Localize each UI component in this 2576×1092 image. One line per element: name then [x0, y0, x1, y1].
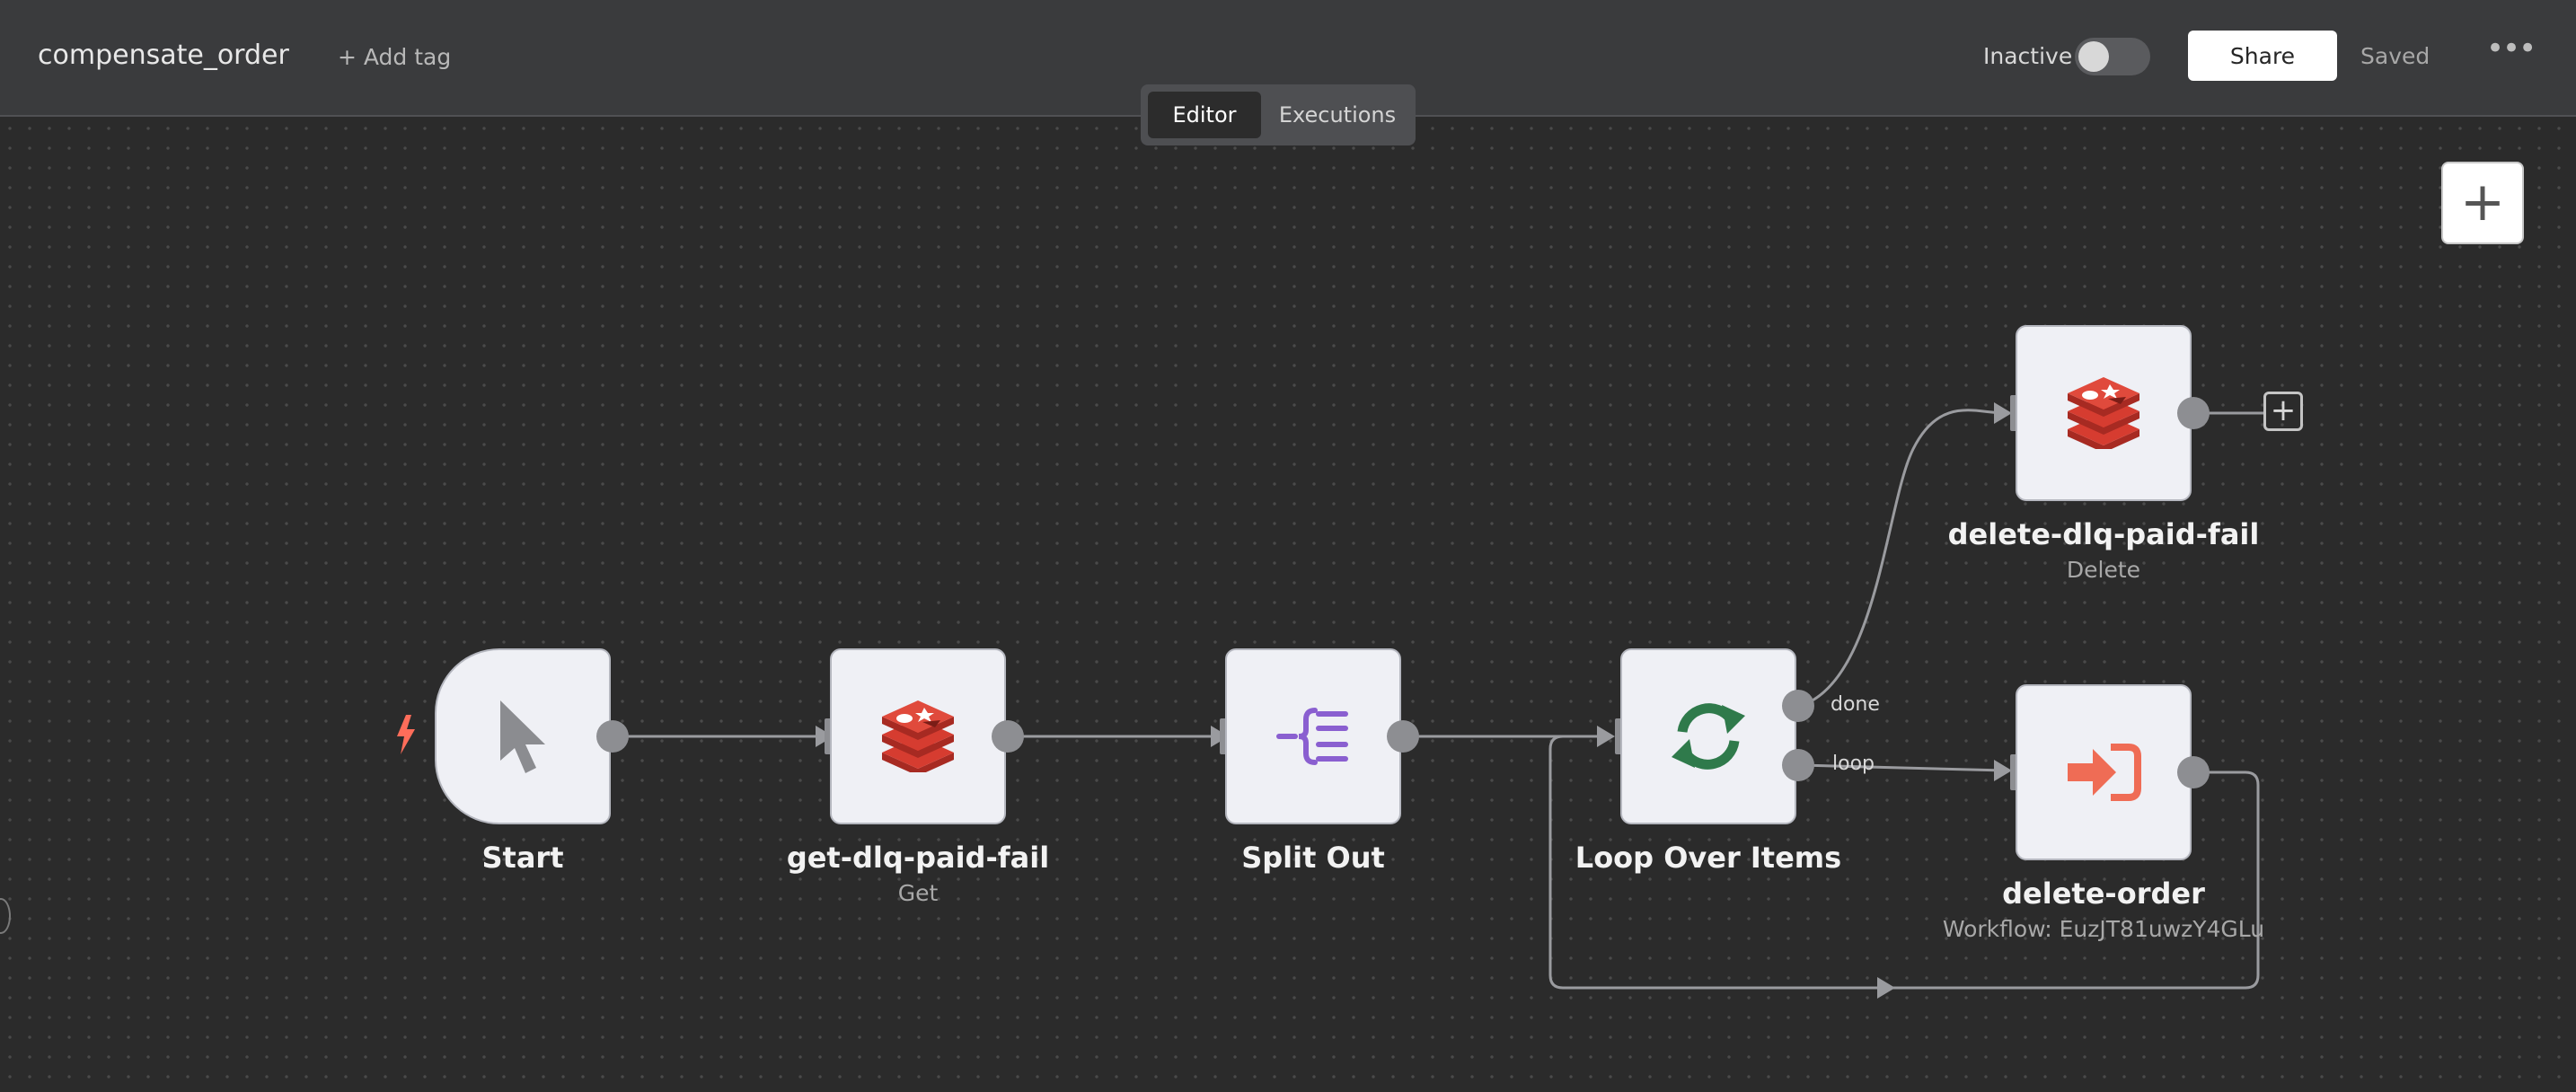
loop-icon: [1672, 703, 1745, 770]
add-next-node-button[interactable]: +: [2263, 392, 2303, 431]
workflow-name[interactable]: compensate_order: [38, 40, 289, 71]
node-sub-get-dlq: Get: [897, 880, 939, 906]
get-dlq-output-handle[interactable]: [992, 720, 1024, 753]
branch-label-loop: loop: [1832, 753, 1875, 775]
loop-done-handle[interactable]: [1782, 690, 1814, 722]
node-sub-delete-dlq: Delete: [2066, 557, 2141, 583]
trigger-bolt-icon: [397, 715, 415, 754]
redis-icon: [2068, 377, 2139, 449]
node-label-get-dlq: get-dlq-paid-fail: [786, 841, 1050, 875]
arrow-return: [1877, 977, 1895, 999]
node-start[interactable]: [435, 648, 611, 824]
node-label-delete-dlq: delete-dlq-paid-fail: [1947, 517, 2260, 551]
arrow-delete-order: [1994, 760, 2012, 781]
node-delete-order[interactable]: [2016, 684, 2192, 860]
wire-return: [1548, 735, 2260, 990]
branch-label-done: done: [1831, 693, 1880, 716]
split-out-output-handle[interactable]: [1387, 720, 1419, 753]
delete-order-output-handle[interactable]: [2177, 756, 2210, 788]
add-node-button[interactable]: +: [2441, 162, 2524, 244]
node-sub-delete-order: Workflow: EuzJT81uwzY4GLu: [1942, 916, 2265, 942]
node-label-start: Start: [481, 841, 564, 875]
active-toggle[interactable]: [2075, 38, 2150, 75]
node-get-dlq-paid-fail[interactable]: [830, 648, 1006, 824]
tab-editor[interactable]: Editor: [1148, 92, 1261, 138]
start-output-handle[interactable]: [596, 720, 629, 753]
wire-done: [1799, 409, 2006, 708]
node-loop-over-items[interactable]: [1620, 648, 1796, 824]
wire-loop: [1799, 763, 2006, 772]
add-tag-button[interactable]: + Add tag: [338, 44, 452, 70]
active-status-label: Inactive: [1983, 43, 2073, 69]
arrow-loop: [1597, 726, 1615, 747]
loop-loop-handle[interactable]: [1782, 749, 1814, 781]
pointer-icon: [500, 700, 545, 773]
toggle-knob: [2078, 41, 2109, 72]
node-label-delete-order: delete-order: [2002, 876, 2205, 911]
node-label-split-out: Split Out: [1241, 841, 1385, 875]
node-split-out[interactable]: [1225, 648, 1401, 824]
view-tabs: Editor Executions: [1141, 84, 1416, 145]
redis-icon: [882, 700, 954, 772]
execute-workflow-icon: [2068, 744, 2141, 801]
split-out-icon: [1276, 708, 1348, 765]
arrow-delete-dlq: [1994, 402, 2012, 424]
more-options-icon[interactable]: •••: [2486, 31, 2536, 66]
node-label-loop: Loop Over Items: [1575, 841, 1842, 875]
delete-dlq-output-handle[interactable]: [2177, 397, 2210, 429]
saved-status: Saved: [2360, 43, 2430, 69]
share-button[interactable]: Share: [2188, 31, 2337, 81]
node-delete-dlq-paid-fail[interactable]: [2016, 325, 2192, 501]
tab-executions[interactable]: Executions: [1278, 102, 1397, 128]
